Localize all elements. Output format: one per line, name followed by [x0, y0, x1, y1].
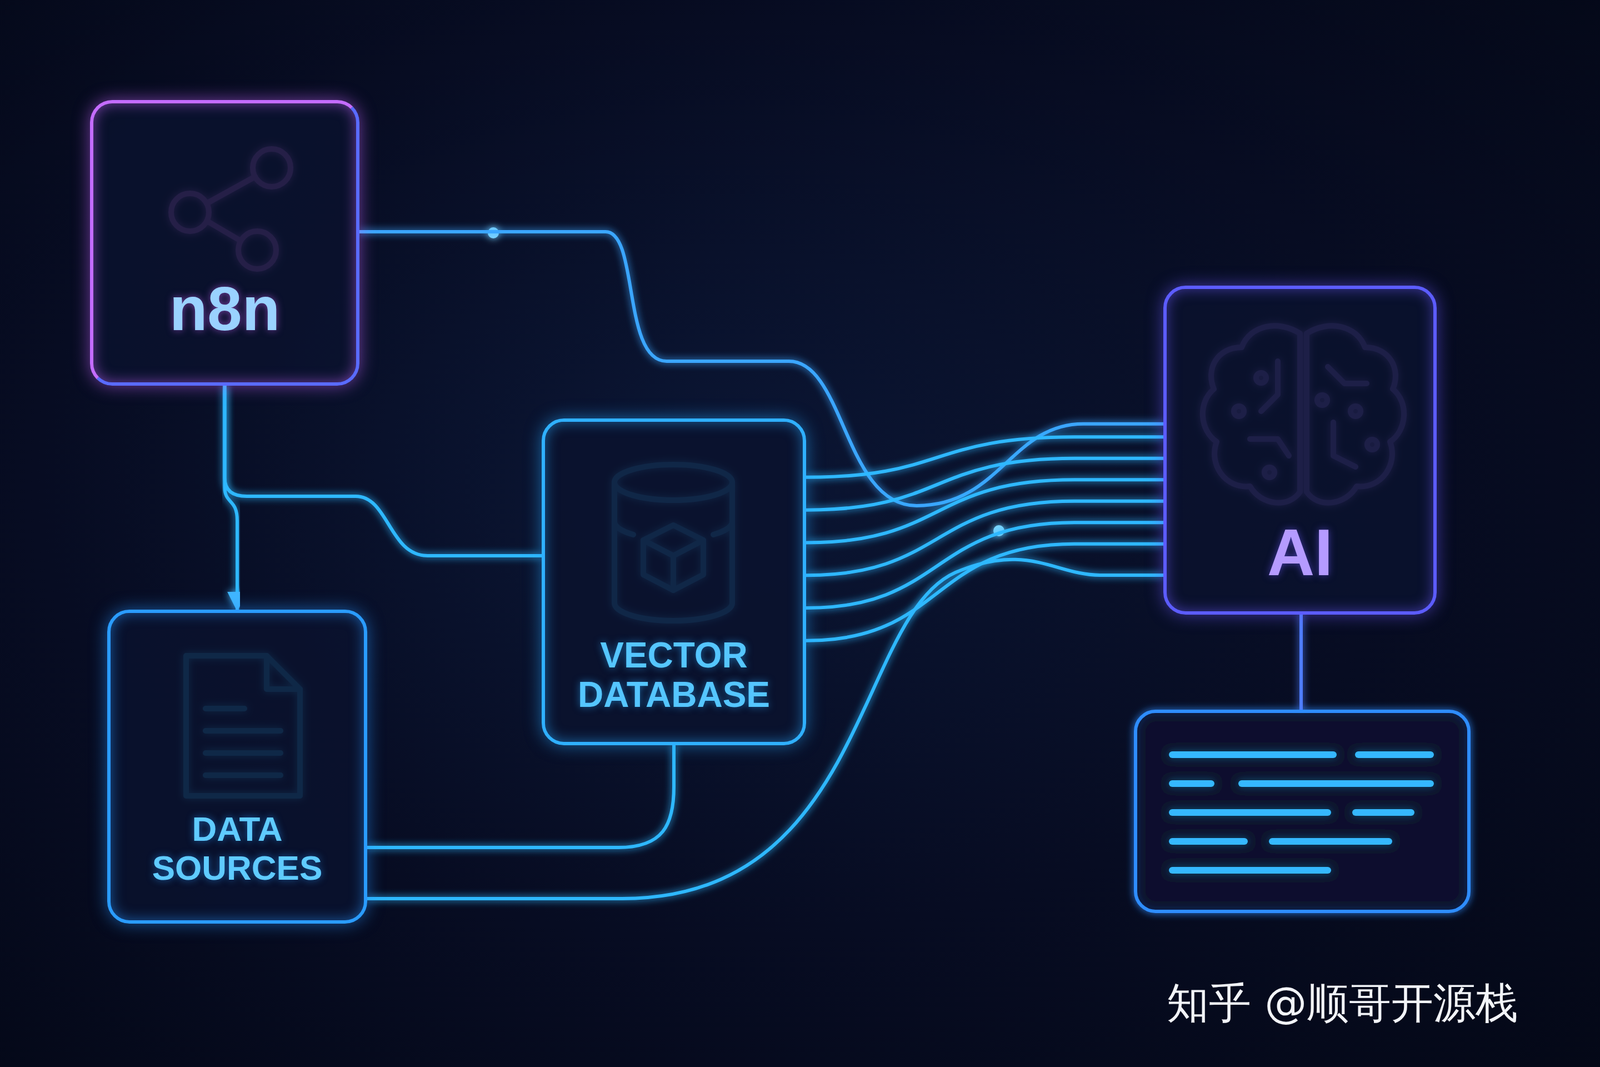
node-label: DATA SOURCES [138, 809, 337, 887]
connector-line [367, 745, 674, 848]
process-box: AI [1163, 285, 1437, 615]
node-label: AI [1267, 515, 1333, 589]
node-label: VECTOR DATABASE [572, 635, 775, 715]
connector-line [806, 479, 1164, 543]
process-box: VECTOR DATABASE [541, 418, 807, 745]
output-panel [1135, 711, 1469, 912]
process-box: n8n [90, 100, 360, 386]
process-box: DATA SOURCES [107, 609, 368, 924]
connector-line [806, 522, 1164, 608]
connector-line [225, 385, 238, 610]
watermark: 知乎 @顺哥开源栈 [1166, 975, 1518, 1033]
connector [367, 745, 674, 848]
connector-line [225, 385, 543, 556]
connector [225, 385, 543, 556]
connector-line [806, 543, 1164, 641]
node-label: n8n [169, 273, 280, 344]
text-lines [1172, 754, 1431, 870]
connector [225, 385, 238, 610]
connector [806, 436, 1164, 641]
